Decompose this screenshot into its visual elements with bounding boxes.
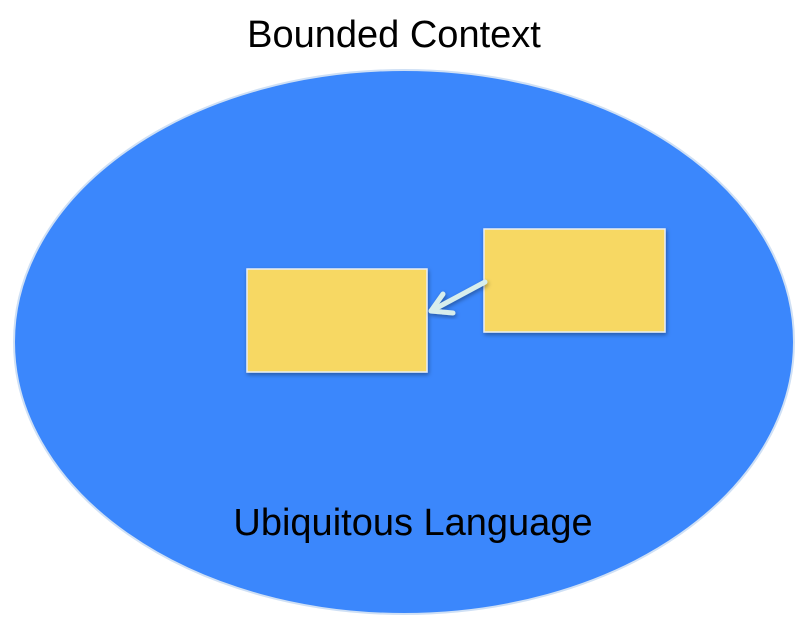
right-box xyxy=(483,228,666,333)
left-box xyxy=(246,268,428,373)
arrow-icon xyxy=(428,279,488,316)
ubiquitous-language-label: Ubiquitous Language xyxy=(233,502,593,544)
diagram-title: Bounded Context xyxy=(247,14,541,56)
